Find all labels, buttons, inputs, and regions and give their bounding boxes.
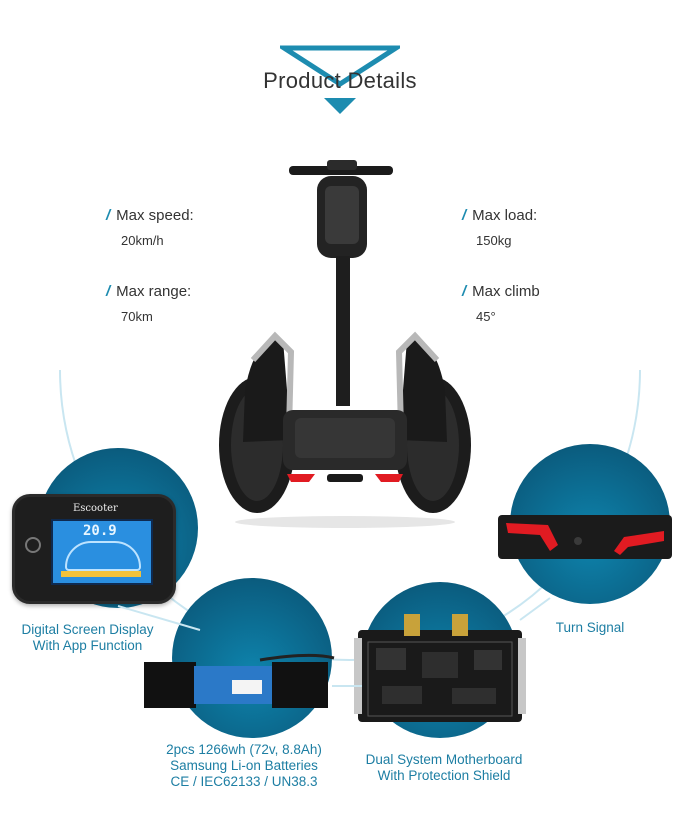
turn-signal-light <box>498 515 672 559</box>
feature-motherboard-caption: Dual System Motherboard With Protection … <box>365 752 523 783</box>
page-title: Product Details <box>263 68 417 93</box>
motherboard <box>354 614 526 722</box>
spec-max-range-value: 70km <box>121 309 153 324</box>
feature-display-caption: Digital Screen Display With App Function <box>21 622 154 653</box>
spec-max-load-value: 150kg <box>476 233 512 248</box>
feature-signal-caption: Turn Signal <box>555 620 625 635</box>
battery-pack <box>144 653 335 708</box>
header-emblem <box>280 45 400 114</box>
feature-battery-caption: 2pcs 1266wh (72v, 8.8Ah) Samsung Li-on B… <box>166 742 322 789</box>
display-brand: Escooter <box>73 503 118 514</box>
spec-max-climb-value: 45° <box>476 309 496 324</box>
spec-max-load-label: /Max load: <box>462 207 538 224</box>
display-device: Escooter 20.9 <box>12 494 176 604</box>
spec-max-range-label: /Max range: <box>106 283 192 300</box>
power-button <box>25 537 41 553</box>
spec-max-speed-label: /Max speed: <box>106 207 194 224</box>
feature-battery-circle <box>172 578 332 738</box>
lcd-reading: 20.9 <box>83 523 117 539</box>
spec-max-speed-value: 20km/h <box>121 233 164 248</box>
scooter-illustration <box>219 160 471 528</box>
lcd-screen: 20.9 <box>51 519 153 585</box>
spec-max-climb-label: /Max climb <box>462 283 540 300</box>
